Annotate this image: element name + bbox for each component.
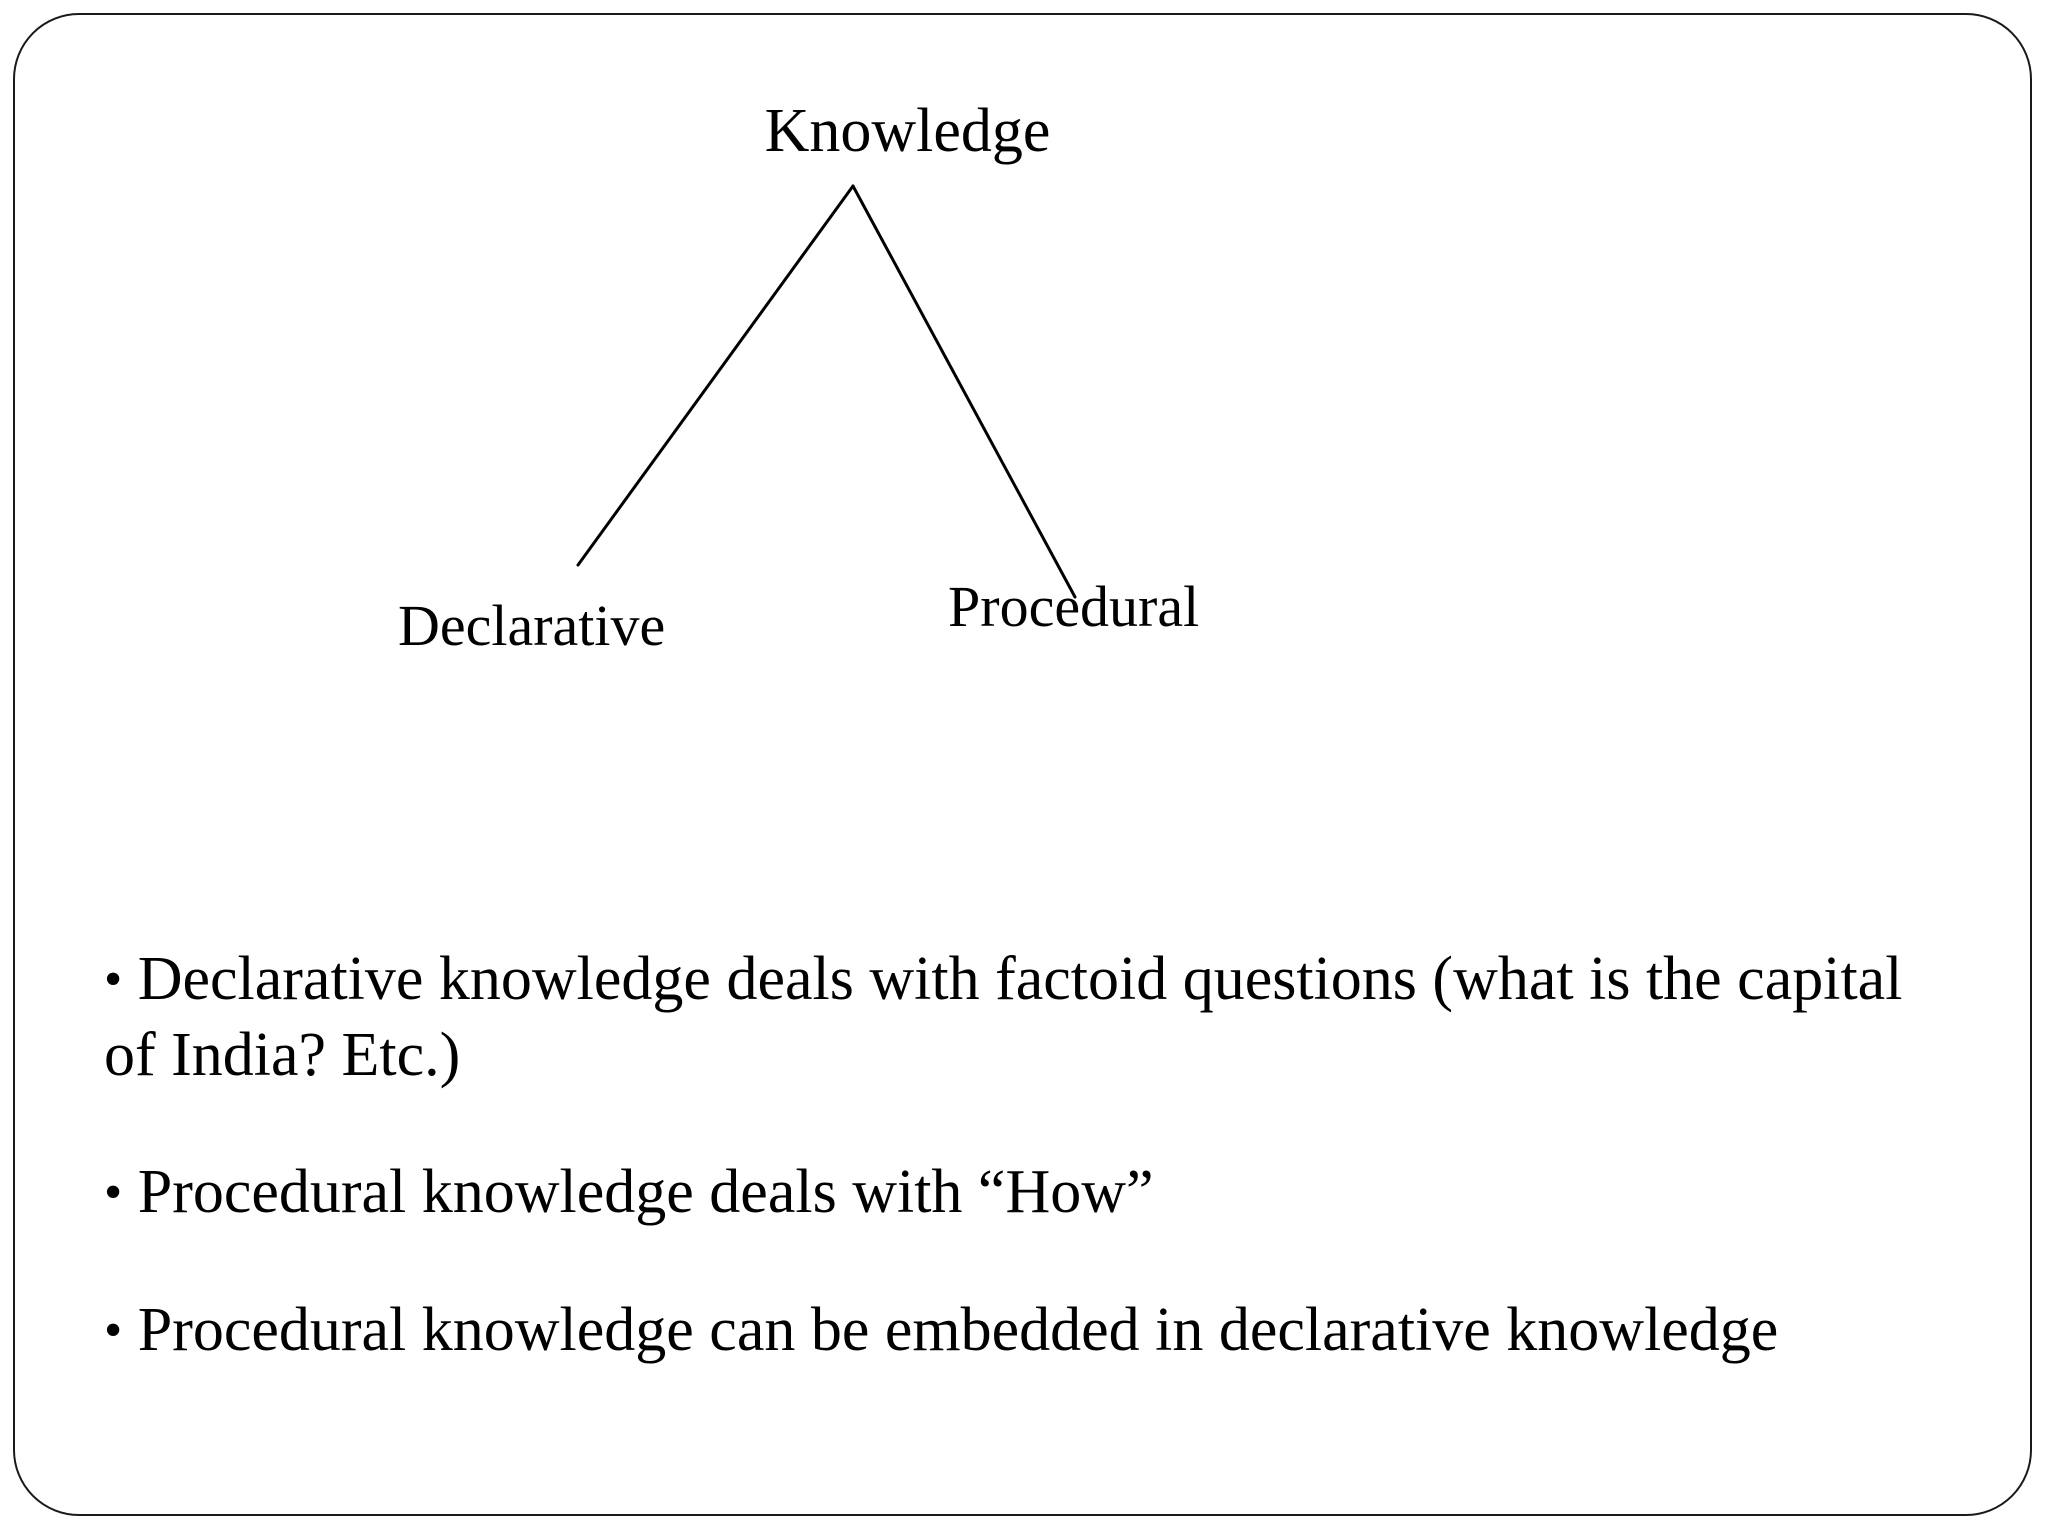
bullet-marker-icon: • [104,950,123,1008]
tree-connector-lines [576,184,1077,599]
bullet-marker-icon: • [104,1301,123,1359]
bullet-text: Procedural knowledge deals with “How” [137,1158,1154,1227]
bullet-text: Declarative knowledge deals with factoid… [104,945,1903,1089]
connector-line-declarative [576,184,855,567]
knowledge-tree-diagram: Knowledge Declarative Procedural [0,0,2048,700]
bullet-text: Procedural knowledge can be embedded in … [137,1295,1779,1364]
connector-line-procedural [851,184,1077,599]
tree-node-knowledge: Knowledge [764,97,1051,165]
bullet-item: • Procedural knowledge can be embedded i… [104,1293,1904,1369]
bullet-marker-icon: • [104,1164,123,1222]
bullet-item: • Declarative knowledge deals with facto… [104,942,1904,1093]
tree-node-procedural: Procedural [948,574,1200,639]
bullet-item: • Procedural knowledge deals with “How” [104,1155,1904,1231]
tree-node-declarative: Declarative [398,593,666,658]
bullet-list: • Declarative knowledge deals with facto… [104,880,1904,1369]
